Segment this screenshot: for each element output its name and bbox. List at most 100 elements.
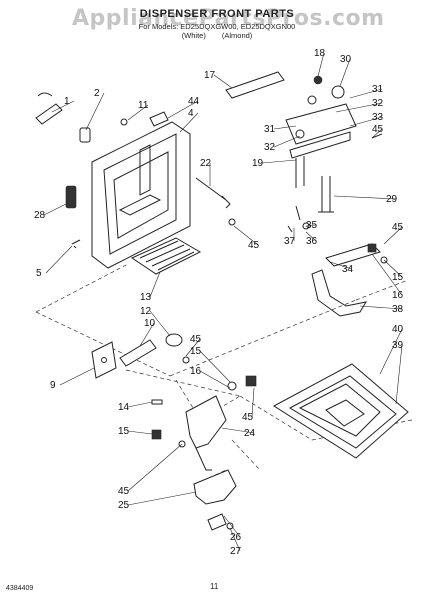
callout-number: 33 bbox=[372, 112, 384, 123]
callout-number: 5 bbox=[36, 268, 42, 279]
callout-number: 45 bbox=[248, 240, 260, 251]
part-25-cup bbox=[193, 469, 237, 505]
part-4-housing bbox=[91, 121, 191, 269]
callout-leader bbox=[305, 224, 317, 227]
callout-leader bbox=[383, 226, 403, 245]
callout-number: 13 bbox=[140, 292, 152, 303]
callout-number: 44 bbox=[188, 96, 200, 107]
callout-number: 40 bbox=[392, 324, 404, 335]
callout-number: 38 bbox=[392, 304, 404, 315]
callout-leader bbox=[329, 261, 353, 270]
callout-number: 32 bbox=[264, 142, 276, 153]
callout-leader bbox=[371, 253, 403, 296]
callout-leader bbox=[349, 88, 383, 99]
part-45-screw-c bbox=[178, 440, 186, 448]
callout-number: 9 bbox=[50, 380, 56, 391]
callout-number: 31 bbox=[264, 124, 276, 135]
callout-leader bbox=[251, 387, 255, 418]
page-number: 11 bbox=[210, 582, 219, 591]
callout-number: 36 bbox=[306, 236, 318, 247]
part-45-screw-a bbox=[228, 218, 236, 226]
part-5-screw bbox=[71, 239, 81, 249]
callout-number: 27 bbox=[230, 546, 242, 557]
callout-leader bbox=[395, 344, 403, 405]
callout-number: 28 bbox=[34, 210, 46, 221]
callout-number: 32 bbox=[372, 98, 384, 109]
callout-number: 15 bbox=[190, 346, 202, 357]
parts-26-27 bbox=[207, 513, 234, 531]
part-44-bracket bbox=[149, 111, 169, 127]
callout-number: 4 bbox=[188, 108, 194, 119]
model-numbers: For Models: ED25DQXGW00, ED25DQXGN00 bbox=[138, 22, 296, 31]
callout-leader bbox=[223, 515, 241, 538]
callout-leader bbox=[167, 100, 199, 119]
callout-leader bbox=[335, 102, 383, 113]
callout-leader bbox=[359, 305, 403, 310]
callout-leader bbox=[317, 52, 325, 77]
callout-number: 45 bbox=[118, 486, 130, 497]
part-17-bar bbox=[225, 71, 285, 99]
callout-number: 29 bbox=[386, 194, 398, 205]
color-variants: (White)(Almond) bbox=[0, 31, 434, 40]
callout-number: 19 bbox=[252, 158, 264, 169]
callout-number: 17 bbox=[204, 70, 216, 81]
callout-leader bbox=[45, 245, 73, 274]
callout-number: 45 bbox=[190, 334, 202, 345]
parts-10-12-lever bbox=[119, 333, 183, 367]
callout-leader bbox=[333, 195, 397, 200]
callout-leader bbox=[185, 338, 201, 357]
callout-number: 45 bbox=[372, 124, 384, 135]
callout-number: 34 bbox=[342, 264, 354, 275]
callout-number: 45 bbox=[242, 412, 254, 423]
callout-leader bbox=[199, 350, 231, 383]
callout-leader bbox=[273, 125, 297, 130]
callout-number: 30 bbox=[340, 54, 352, 65]
callout-leader bbox=[85, 92, 105, 131]
part-14-clip bbox=[151, 399, 163, 405]
callout-leader bbox=[349, 116, 383, 127]
callout-leader bbox=[127, 443, 183, 492]
callout-leader bbox=[233, 225, 259, 246]
part-16-spacer bbox=[227, 381, 237, 391]
watermark: AppliancePartsPros.com bbox=[72, 6, 385, 31]
callout-number: 18 bbox=[314, 48, 326, 59]
callout-number: 15 bbox=[392, 272, 404, 283]
part-15-bracket bbox=[245, 375, 257, 387]
callout-leader bbox=[43, 203, 67, 216]
callout-number: 24 bbox=[244, 428, 256, 439]
callout-number: 15 bbox=[118, 426, 130, 437]
part-40-frame bbox=[273, 363, 409, 459]
callout-leader bbox=[371, 128, 383, 139]
callout-number: 25 bbox=[118, 500, 130, 511]
callout-leader bbox=[229, 527, 241, 552]
callout-leader bbox=[261, 159, 297, 164]
part-2-clip bbox=[79, 127, 91, 143]
callout-leader bbox=[379, 328, 403, 375]
callout-leader bbox=[51, 100, 75, 113]
callout-leader bbox=[221, 427, 255, 434]
callout-leader bbox=[127, 491, 197, 506]
part-15-bracket-b bbox=[151, 429, 162, 440]
callout-number: 39 bbox=[392, 340, 404, 351]
part-13-grille bbox=[130, 237, 202, 275]
callout-number: 37 bbox=[284, 236, 296, 247]
part-24-arm bbox=[185, 395, 227, 471]
callout-number: 22 bbox=[200, 158, 212, 169]
callout-number: 11 bbox=[138, 100, 149, 111]
part-1-wire bbox=[35, 92, 63, 125]
color-white: (White) bbox=[181, 31, 206, 40]
callout-leader bbox=[127, 430, 153, 435]
part-9-plate bbox=[91, 341, 117, 379]
callout-leader bbox=[127, 104, 149, 121]
callout-number: 2 bbox=[94, 88, 100, 99]
callout-leader bbox=[127, 401, 153, 408]
callout-number: 16 bbox=[392, 290, 404, 301]
callout-leader bbox=[273, 135, 301, 148]
callout-number: 31 bbox=[372, 84, 384, 95]
callout-leader bbox=[305, 231, 317, 242]
part-28-block bbox=[65, 185, 77, 209]
callout-leader bbox=[59, 367, 95, 386]
part-29-motor bbox=[318, 176, 334, 213]
